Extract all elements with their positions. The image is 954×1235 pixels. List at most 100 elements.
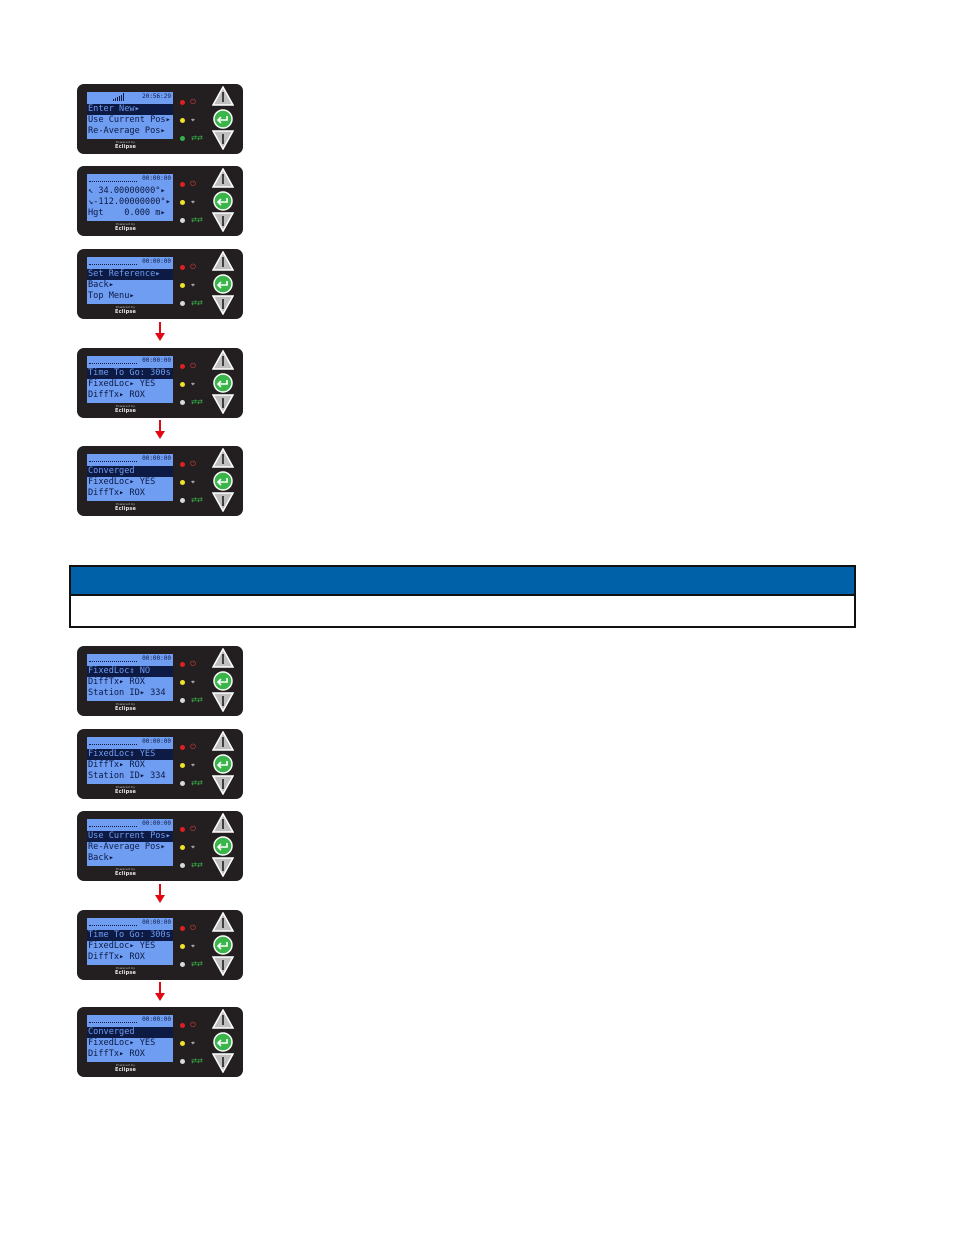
up-button[interactable] (212, 350, 234, 370)
power-led (180, 182, 185, 187)
down-button[interactable] (212, 775, 234, 795)
latitude-line[interactable]: ↖ 34.00000000°▸ (88, 186, 166, 196)
menu-line-2[interactable]: DiffTx▸ ROX (88, 677, 145, 687)
menu-line-2[interactable]: FixedLoc▸ YES (88, 477, 156, 487)
flow-arrow-down-icon (155, 322, 165, 341)
enter-button[interactable] (212, 191, 234, 211)
down-button[interactable] (212, 857, 234, 877)
status-bar: 00:00:00 (87, 174, 173, 184)
converged-line: Converged (87, 466, 173, 477)
enter-button[interactable] (212, 836, 234, 856)
enter-button[interactable] (212, 373, 234, 393)
lcd-screen: 00:00:00 Converged FixedLoc▸ YES DiffTx▸… (87, 1015, 173, 1062)
lcd-screen: 00:00:00 Use Current Pos▸ Re-Average Pos… (87, 819, 173, 866)
menu-line-3[interactable]: Re-Average Pos▸ (88, 126, 166, 136)
down-button[interactable] (212, 295, 234, 315)
clock: 00:00:00 (142, 655, 171, 662)
lcd-screen: 00:00:00 Time To Go: 300s FixedLoc▸ YES … (87, 918, 173, 965)
status-bar: 20:56:29 (87, 92, 173, 102)
menu-line-3[interactable]: DiffTx▸ ROX (88, 952, 145, 962)
menu-line-2[interactable]: Back▸ (88, 280, 114, 290)
menu-line-2[interactable]: Re-Average Pos▸ (88, 842, 166, 852)
clock: 00:00:00 (142, 919, 171, 926)
menu-line-3[interactable]: Top Menu▸ (88, 291, 135, 301)
clock: 20:56:29 (142, 93, 171, 100)
up-button[interactable] (212, 813, 234, 833)
menu-line-2[interactable]: FixedLoc▸ YES (88, 379, 156, 389)
menu-line-1[interactable]: FixedLoc⇕ NO (87, 666, 173, 677)
menu-line-2[interactable]: DiffTx▸ ROX (88, 760, 145, 770)
enter-button[interactable] (212, 274, 234, 294)
position-led (180, 480, 185, 485)
up-button[interactable] (212, 912, 234, 932)
menu-line-1[interactable]: Enter New▸ (87, 104, 173, 115)
down-button[interactable] (212, 212, 234, 232)
menu-line-3[interactable]: DiffTx▸ ROX (88, 390, 145, 400)
enter-button[interactable] (212, 1032, 234, 1052)
lcd-screen: 00:00:00 Converged FixedLoc▸ YES DiffTx▸… (87, 454, 173, 501)
enter-button[interactable] (212, 754, 234, 774)
enter-button[interactable] (212, 935, 234, 955)
power-led (180, 462, 185, 467)
status-bar: 00:00:00 (87, 454, 173, 464)
position-led (180, 382, 185, 387)
satellite-icon: ⌖ (191, 281, 195, 289)
down-button[interactable] (212, 130, 234, 150)
down-button[interactable] (212, 394, 234, 414)
menu-line-2[interactable]: Use Current Pos▸ (88, 115, 171, 125)
down-button[interactable] (212, 492, 234, 512)
power-icon: ⏻ (190, 460, 196, 468)
menu-line-3[interactable]: Station ID▸ 334 (88, 688, 166, 698)
clock: 00:00:00 (142, 820, 171, 827)
position-led (180, 118, 185, 123)
receiver-display-3: 00:00:00 Set Reference▸ Back▸ Top Menu▸ … (77, 249, 243, 319)
menu-line-3[interactable]: DiffTx▸ ROX (88, 1049, 145, 1059)
up-button[interactable] (212, 168, 234, 188)
up-button[interactable] (212, 648, 234, 668)
menu-line-2[interactable]: FixedLoc▸ YES (88, 941, 156, 951)
menu-line-3[interactable]: Station ID▸ 334 (88, 771, 166, 781)
link-led (180, 498, 185, 503)
menu-line-2[interactable]: FixedLoc▸ YES (88, 1038, 156, 1048)
up-button[interactable] (212, 731, 234, 751)
enter-button[interactable] (212, 471, 234, 491)
up-button[interactable] (212, 86, 234, 106)
status-bar: 00:00:00 (87, 737, 173, 747)
lcd-screen: 00:00:00 FixedLoc⇕ NO DiffTx▸ ROX Statio… (87, 654, 173, 701)
clock: 00:00:00 (142, 455, 171, 462)
down-button[interactable] (212, 956, 234, 976)
status-bar: 00:00:00 (87, 918, 173, 928)
clock: 00:00:00 (142, 738, 171, 745)
power-icon: ⏻ (190, 98, 196, 106)
menu-line-3[interactable]: DiffTx▸ ROX (88, 488, 145, 498)
longitude-line[interactable]: ↘-112.00000000°▸ (88, 197, 171, 207)
up-button[interactable] (212, 251, 234, 271)
link-led (180, 863, 185, 868)
up-button[interactable] (212, 448, 234, 468)
satellite-icon: ⌖ (191, 1039, 195, 1047)
receiver-display-4: 00:00:00 Time To Go: 300s FixedLoc▸ YES … (77, 348, 243, 418)
down-button[interactable] (212, 1053, 234, 1073)
enter-button[interactable] (212, 109, 234, 129)
power-icon: ⏻ (190, 1021, 196, 1029)
menu-line-1[interactable]: FixedLoc⇕ YES (87, 749, 173, 760)
enter-button[interactable] (212, 671, 234, 691)
receiver-display-1: 20:56:29 Enter New▸ Use Current Pos▸ Re-… (77, 84, 243, 154)
satellite-icon: ⌖ (191, 678, 195, 686)
link-led (180, 400, 185, 405)
radio-link-icon: ⇄⇄ (191, 1057, 203, 1065)
menu-line-1[interactable]: Use Current Pos▸ (87, 831, 173, 842)
radio-link-icon: ⇄⇄ (191, 216, 203, 224)
height-line[interactable]: Hgt 0.000 m▸ (88, 208, 166, 218)
power-led (180, 364, 185, 369)
down-button[interactable] (212, 692, 234, 712)
up-button[interactable] (212, 1009, 234, 1029)
position-led (180, 845, 185, 850)
menu-line-1[interactable]: Set Reference▸ (87, 269, 173, 280)
menu-line-3[interactable]: Back▸ (88, 853, 114, 863)
